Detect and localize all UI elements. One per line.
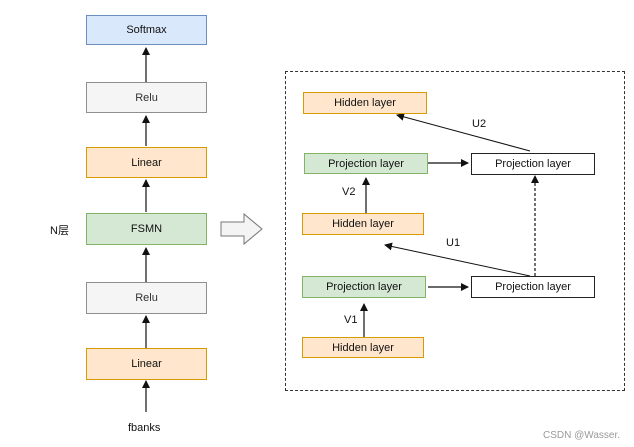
softmax-box: Softmax (86, 15, 207, 45)
expand-arrow-icon (220, 212, 263, 246)
hidden-layer-top: Hidden layer (303, 92, 427, 114)
linear-label-top: Linear (131, 156, 162, 169)
relu-label-bottom: Relu (135, 292, 158, 304)
label-v1: V1 (344, 314, 358, 326)
layer-count-label: N层 (50, 225, 69, 237)
hidden-layer-bottom-label: Hidden layer (332, 341, 394, 354)
projection-layer-green-bottom-label: Projection layer (326, 281, 402, 293)
arrow-u1 (384, 242, 531, 277)
label-u1: U1 (446, 237, 461, 249)
hidden-layer-middle-label: Hidden layer (332, 218, 394, 230)
hidden-layer-middle: Hidden layer (302, 213, 424, 235)
fsmn-label: FSMN (130, 223, 163, 235)
watermark: CSDN @Wasser. (543, 430, 621, 441)
fsmn-box: FSMN (86, 213, 207, 245)
softmax-label: Softmax (126, 24, 167, 36)
relu-box-top: Relu (86, 82, 207, 113)
relu-label-top: Relu (135, 91, 158, 104)
projection-layer-white-bottom: Projection layer (471, 276, 595, 298)
hidden-layer-bottom: Hidden layer (302, 337, 424, 358)
projection-layer-green-top-label: Projection layer (328, 157, 404, 170)
projection-layer-white-top: Projection layer (471, 153, 595, 175)
projection-layer-green-top: Projection layer (304, 153, 428, 174)
projection-layer-green-bottom: Projection layer (302, 276, 426, 298)
projection-layer-white-bottom-label: Projection layer (495, 281, 571, 293)
label-v2: V2 (342, 186, 356, 198)
arrow-u2 (396, 112, 531, 152)
input-label-fbanks: fbanks (128, 422, 161, 434)
hidden-layer-top-label: Hidden layer (334, 97, 396, 109)
projection-layer-white-top-label: Projection layer (495, 158, 571, 170)
label-u2: U2 (472, 118, 487, 130)
relu-box-bottom: Relu (86, 282, 207, 314)
linear-box-top: Linear (86, 147, 207, 178)
fsmn-detail-frame (285, 71, 625, 391)
linear-label-bottom: Linear (131, 358, 162, 370)
linear-box-bottom: Linear (86, 348, 207, 380)
